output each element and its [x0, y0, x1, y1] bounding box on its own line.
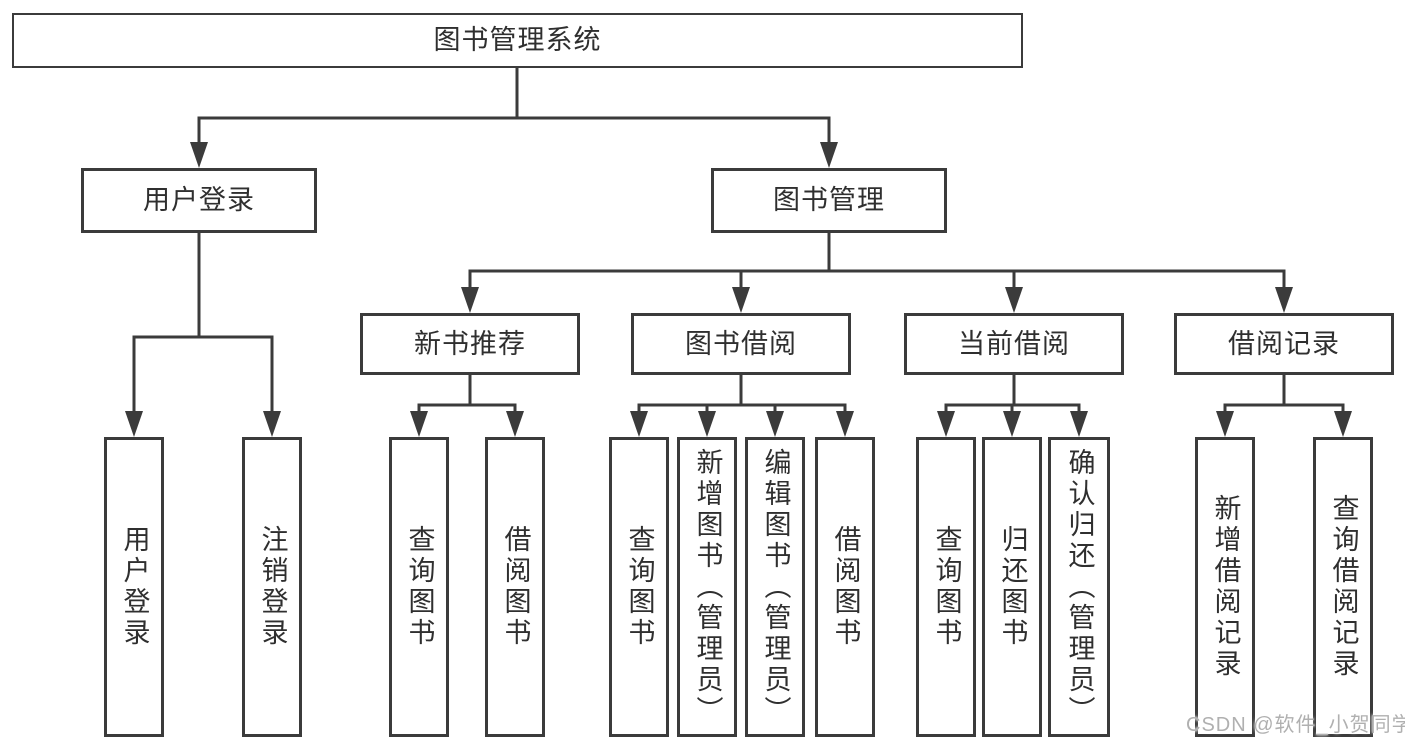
connector-currentborrow-to-leaves [944, 375, 1081, 416]
leaf-borrow-books-newrec: 借阅图书 [485, 437, 545, 737]
arrowhead-icon [766, 411, 784, 437]
connector-root-to-level2 [197, 68, 831, 146]
node-label: 确认归还（管理员） [1064, 447, 1095, 727]
leaf-edit-books-admin: 编辑图书（管理员） [745, 437, 805, 737]
node-book-management-branch: 图书管理 [711, 168, 947, 233]
node-label: 借阅图书 [830, 525, 861, 649]
arrowhead-icon [732, 287, 750, 313]
arrowhead-icon [1005, 287, 1023, 313]
leaf-confirm-return-admin: 确认归还（管理员） [1048, 437, 1110, 737]
arrowhead-icon [698, 411, 716, 437]
node-label: 新增图书（管理员） [692, 447, 723, 727]
arrowhead-icon [1003, 411, 1021, 437]
arrowhead-icon [190, 142, 208, 168]
arrowhead-icon [836, 411, 854, 437]
csdn-watermark: CSDN @软件_小贺同学 [1186, 714, 1405, 736]
leaf-query-books-borrowing: 查询图书 [609, 437, 669, 737]
arrowhead-icon [506, 411, 524, 437]
arrowhead-icon [1070, 411, 1088, 437]
leaf-query-books-current: 查询图书 [916, 437, 976, 737]
arrowhead-icon [937, 411, 955, 437]
node-label: 新书推荐 [414, 328, 526, 359]
node-label: 查询借阅记录 [1328, 494, 1359, 680]
node-label: 图书管理系统 [433, 25, 602, 55]
arrowhead-icon [820, 142, 838, 168]
node-label: 查询图书 [931, 525, 962, 649]
leaf-return-books: 归还图书 [982, 437, 1042, 737]
leaf-borrow-books-borrowing: 借阅图书 [815, 437, 875, 737]
node-label: 查询图书 [624, 525, 655, 649]
node-new-book-recommendation: 新书推荐 [360, 313, 580, 375]
leaf-query-books-newrec: 查询图书 [389, 437, 449, 737]
node-label: 当前借阅 [958, 328, 1070, 359]
arrowhead-icon [461, 287, 479, 313]
node-borrowing-records: 借阅记录 [1174, 313, 1394, 375]
node-book-borrowing: 图书借阅 [631, 313, 851, 375]
node-label: 归还图书 [997, 525, 1028, 649]
connector-bookmgmt-to-level3 [468, 233, 1286, 292]
node-label: 图书借阅 [685, 328, 797, 359]
arrowhead-icon [1216, 411, 1234, 437]
node-label: 借阅记录 [1228, 328, 1340, 359]
leaf-add-books-admin: 新增图书（管理员） [677, 437, 737, 737]
leaf-logout: 注销登录 [242, 437, 302, 737]
node-label: 用户登录 [119, 525, 150, 649]
connector-bookborrow-to-leaves [637, 375, 847, 416]
arrowhead-icon [125, 411, 143, 437]
leaf-add-borrow-record: 新增借阅记录 [1195, 437, 1255, 737]
node-label: 查询图书 [404, 525, 435, 649]
node-label: 新增借阅记录 [1210, 494, 1241, 680]
arrowhead-icon [1334, 411, 1352, 437]
node-label: 编辑图书（管理员） [760, 447, 791, 727]
arrowhead-icon [410, 411, 428, 437]
node-label: 注销登录 [257, 525, 288, 649]
connector-newbookrec-to-leaves [417, 375, 517, 416]
arrowhead-icon [630, 411, 648, 437]
connector-borrowrecords-to-leaves [1223, 375, 1345, 416]
leaf-query-borrow-record: 查询借阅记录 [1313, 437, 1373, 737]
leaf-user-login: 用户登录 [104, 437, 164, 737]
connector-userlogin-to-leaves [132, 233, 274, 415]
node-label: 借阅图书 [500, 525, 531, 649]
arrowhead-icon [263, 411, 281, 437]
arrowhead-icon [1275, 287, 1293, 313]
node-label: 图书管理 [773, 185, 885, 215]
node-label: 用户登录 [143, 185, 255, 215]
node-user-login-branch: 用户登录 [81, 168, 317, 233]
node-current-borrowing: 当前借阅 [904, 313, 1124, 375]
node-library-management-system: 图书管理系统 [12, 13, 1023, 68]
